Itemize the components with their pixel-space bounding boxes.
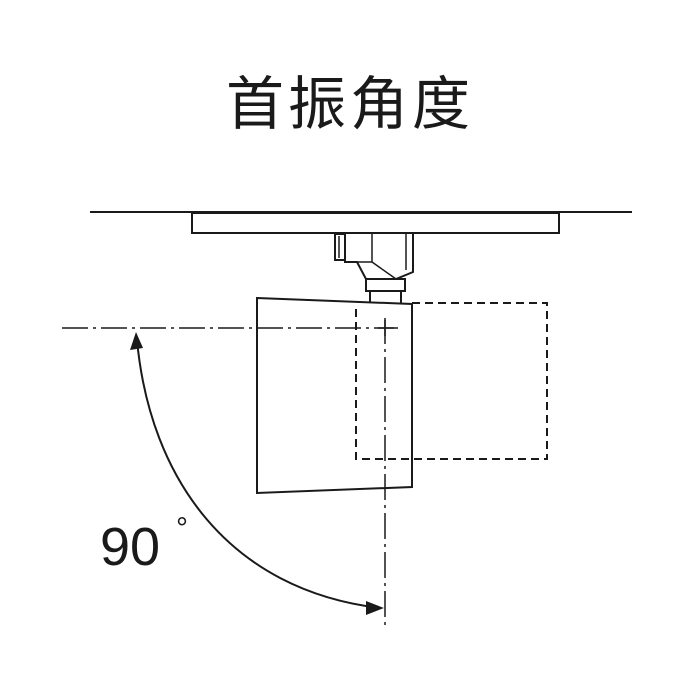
neck-joint	[365, 278, 406, 292]
track-rail	[191, 212, 560, 234]
angle-arrow-bottom	[366, 601, 384, 615]
angle-arrow-top	[130, 332, 143, 350]
lamp-head-solid	[256, 296, 413, 495]
adapter-body	[344, 232, 414, 280]
lamp-head-swiveled	[355, 302, 548, 460]
diagram-title: 首振角度	[226, 70, 474, 138]
angle-unit: °	[176, 512, 188, 545]
angle-value: 90	[100, 517, 160, 577]
angle-arc	[136, 339, 381, 609]
